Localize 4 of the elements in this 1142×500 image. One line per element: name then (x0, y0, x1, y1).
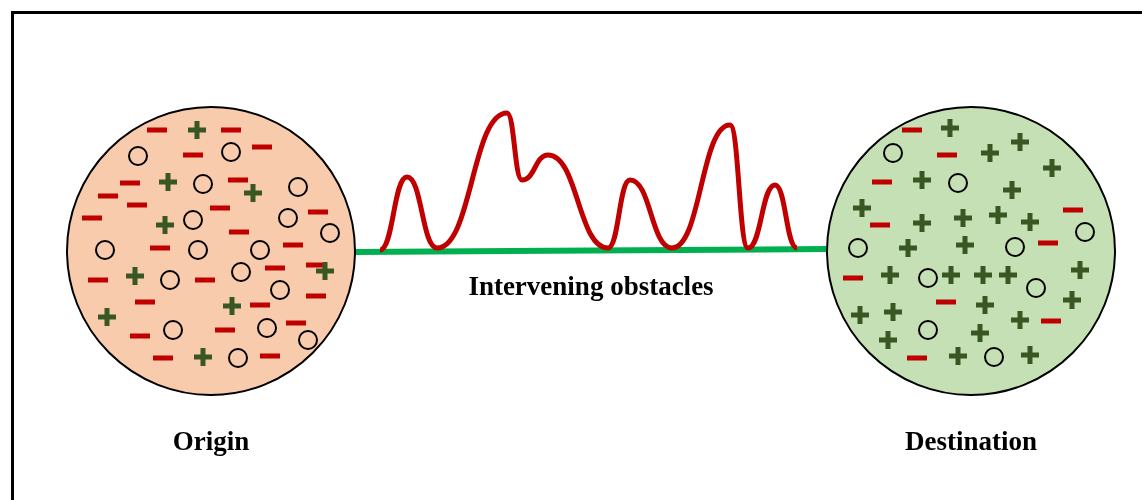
node-label: Origin (171, 425, 251, 458)
edge-label: Intervening obstacles (468, 271, 714, 302)
node-label: Destination (904, 425, 1038, 458)
connector-line (356, 246, 826, 255)
